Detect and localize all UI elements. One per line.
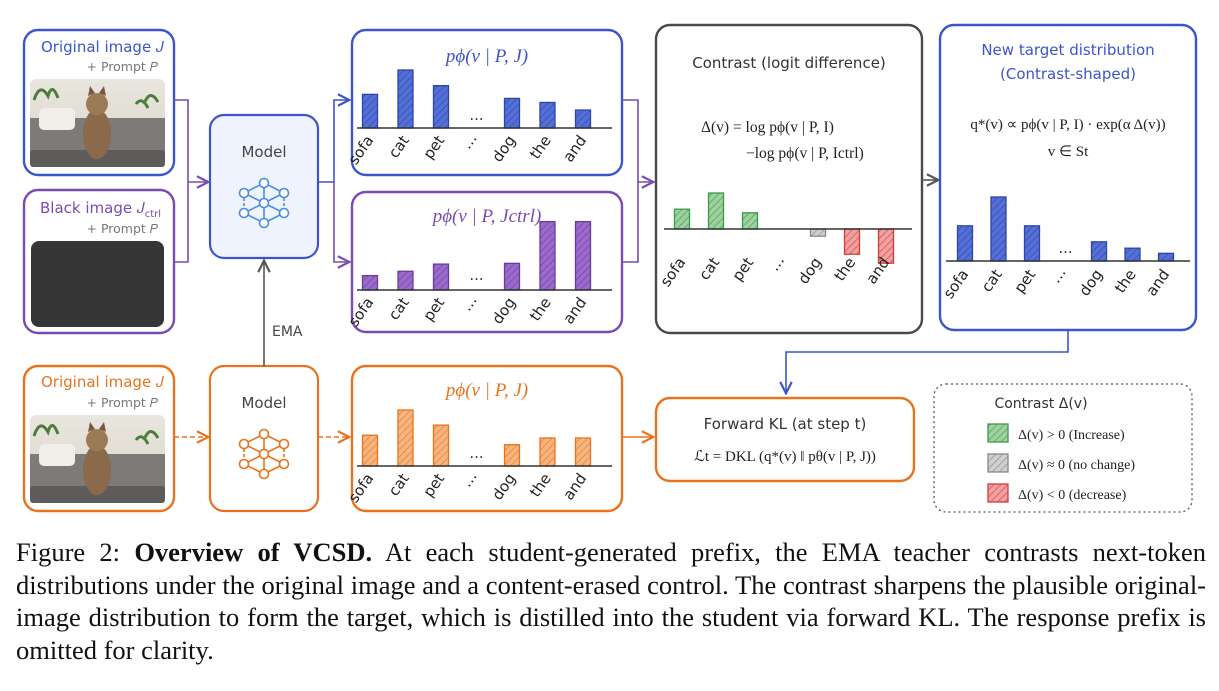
ellipsis-label: ...: [469, 106, 483, 124]
bar-cat: [397, 69, 414, 129]
legend-item-increase: Δ(v) > 0 (Increase): [1018, 428, 1125, 443]
bar-pet: [432, 263, 450, 291]
input-prompt: + Prompt 𝑃: [87, 59, 159, 74]
vcsd-overview-diagram: Original image 𝐽 + Prompt 𝑃 Black image …: [22, 23, 1198, 513]
input-prompt: + Prompt 𝑃: [87, 395, 159, 410]
bar-sofa: [361, 274, 379, 291]
model-label: Model: [241, 394, 286, 412]
bar-dog: [809, 228, 827, 237]
teacher-model-box: Model: [208, 113, 320, 260]
bar-dog: [503, 262, 521, 291]
model-label: Model: [241, 143, 286, 161]
ellipsis-label: ...: [1058, 239, 1072, 257]
legend: Contrast Δ(v) Δ(v) > 0 (Increase) Δ(v) ≈…: [933, 383, 1193, 513]
connector-teacher-to-distributions: [318, 100, 348, 262]
figure-caption: Figure 2: Overview of VCSD. At each stud…: [16, 536, 1206, 666]
input-title: Black image 𝐽ctrl: [40, 199, 161, 220]
bar-and: [574, 109, 592, 129]
bar-pet: [1023, 225, 1041, 262]
input-original-bottom: Original image 𝐽 + Prompt 𝑃: [22, 364, 176, 513]
input-prompt: + Prompt 𝑃: [87, 221, 159, 236]
caption-label: Figure 2:: [16, 537, 121, 567]
bar-the: [539, 437, 556, 467]
legend-title: Contrast Δ(v): [994, 396, 1087, 412]
legend-swatch-increase: [987, 423, 1009, 443]
bar-the: [539, 101, 556, 129]
bar-and: [574, 437, 592, 467]
bar-sofa: [361, 93, 379, 129]
input-original-top: Original image 𝐽 + Prompt 𝑃: [22, 28, 176, 177]
bar-pet: [432, 424, 450, 467]
kl-formula: ℒt = DKL (q*(v) ‖ pθ(v | P, J)): [694, 449, 876, 465]
bar-pet: [741, 212, 759, 230]
kl-title: Forward KL (at step t): [704, 415, 867, 433]
connector-inputs-to-teacher: [174, 99, 207, 263]
student-model-box: Model: [208, 364, 320, 513]
bar-the: [1124, 247, 1141, 262]
bar-the: [843, 228, 861, 255]
panel-forward-kl: Forward KL (at step t) ℒt = DKL (q*(v) ‖…: [654, 396, 916, 483]
panel-target: New target distribution (Contrast-shaped…: [938, 23, 1198, 332]
bar-sofa: [361, 434, 379, 467]
target-formula-line1: q*(v) ∝ pϕ(v | P, I) · exp(α Δ(v)): [970, 117, 1165, 133]
input-black-control: Black image 𝐽ctrl + Prompt 𝑃: [22, 188, 176, 335]
distribution-title: pϕ(v | P, J): [444, 46, 528, 67]
target-title-line1: New target distribution: [981, 41, 1154, 59]
connector-distributions-to-contrast: [622, 99, 652, 263]
network-icon: [238, 177, 290, 229]
bar-cat: [990, 196, 1007, 262]
bar-sofa: [673, 208, 691, 230]
legend-swatch-decrease: [987, 483, 1009, 503]
bar-cat: [397, 409, 414, 467]
cat-photo: [30, 79, 165, 167]
target-title-line2: (Contrast-shaped): [1000, 65, 1136, 83]
contrast-title: Contrast (logit difference): [692, 54, 886, 72]
bar-sofa: [956, 225, 974, 262]
connector-target-to-kl: [786, 330, 1069, 392]
bar-cat: [707, 192, 725, 230]
legend-swatch-nochange: [987, 453, 1009, 473]
legend-item-nochange: Δ(v) ≈ 0 (no change): [1018, 458, 1135, 473]
contrast-formula-line2: −log pϕ(v | P, Ictrl): [746, 145, 864, 162]
caption-text: At each student-generated prefix, the EM…: [16, 537, 1206, 665]
bar-dog: [503, 444, 521, 467]
target-formula-line2: v ∈ St: [1048, 144, 1089, 160]
bar-pet: [432, 85, 450, 129]
input-title: Original image 𝐽: [41, 373, 164, 391]
panel-contrast: Contrast (logit difference) Δ(v) = log p…: [654, 23, 924, 335]
bar-and: [574, 220, 592, 291]
distribution-title: pϕ(v | P, J): [444, 380, 528, 401]
contrast-formula-line1: Δ(v) = log pϕ(v | P, I): [701, 119, 834, 136]
bar-dog: [503, 97, 521, 129]
input-title: Original image 𝐽: [41, 38, 164, 56]
caption-bold: Overview of VCSD.: [134, 537, 373, 567]
distribution-title: pϕ(v | P, Jctrl): [431, 206, 542, 227]
ellipsis-label: ...: [469, 266, 483, 284]
network-icon: [238, 428, 290, 480]
legend-item-decrease: Δ(v) < 0 (decrease): [1018, 488, 1127, 503]
bar-dog: [1090, 241, 1108, 262]
black-image: [31, 241, 164, 327]
ema-label: EMA: [272, 324, 303, 340]
bar-the: [539, 220, 556, 291]
cat-photo: [30, 415, 165, 503]
ellipsis-label: ...: [469, 444, 483, 462]
bar-and: [1157, 252, 1175, 262]
bar-cat: [397, 270, 414, 291]
